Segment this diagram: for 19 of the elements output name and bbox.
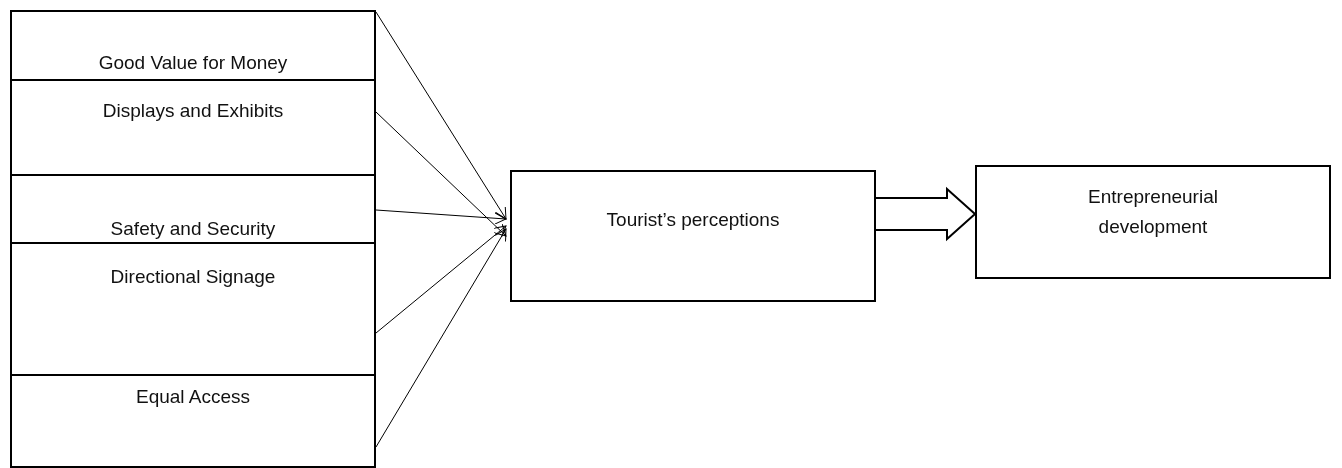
factor-box — [10, 174, 376, 244]
box-label: Equal Access — [134, 385, 252, 409]
factor-box — [10, 242, 376, 376]
arrow — [375, 11, 507, 220]
factor-box — [10, 79, 376, 176]
arrow — [375, 111, 507, 237]
block-arrow — [875, 186, 977, 242]
arrow — [375, 225, 507, 334]
box-label: Good Value for Money — [97, 51, 289, 75]
process-box — [510, 170, 876, 302]
box-label: Directional Signage — [109, 265, 277, 289]
box-label: Entrepreneurial development — [1087, 185, 1219, 239]
process-box — [975, 165, 1331, 279]
box-label: Safety and Security — [109, 217, 277, 241]
factor-box — [10, 374, 376, 468]
arrow — [375, 209, 507, 225]
box-label: Displays and Exhibits — [101, 99, 285, 123]
factor-box — [10, 10, 376, 81]
box-label: Tourist’s perceptions — [605, 208, 781, 232]
